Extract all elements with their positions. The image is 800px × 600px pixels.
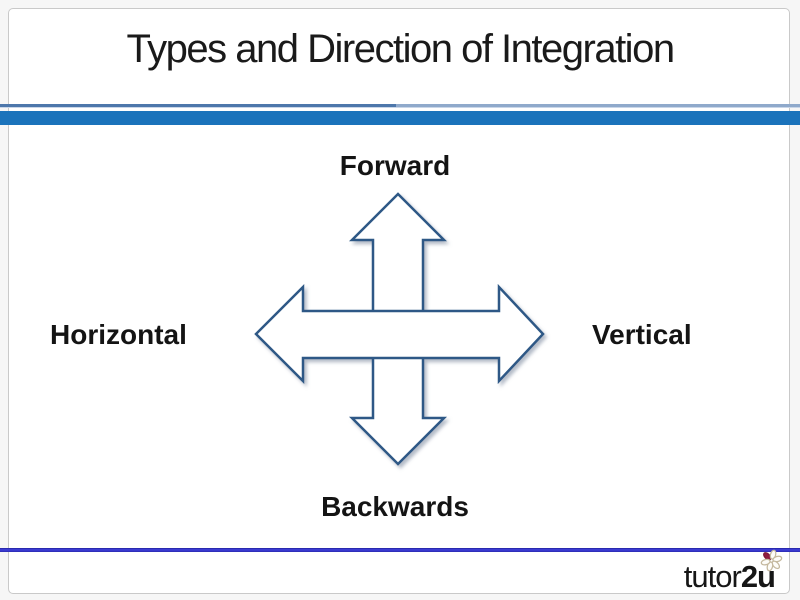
logo-text-regular: tutor (683, 559, 742, 594)
label-backwards: Backwards (321, 491, 469, 522)
tutor2u-logo: tutor2u (683, 549, 783, 594)
label-horizontal: Horizontal (50, 319, 187, 350)
slide-title: Types and Direction of Integration (126, 27, 675, 71)
horizontal-double-arrow (254, 283, 545, 385)
header-accent-line (0, 104, 800, 108)
header-accent-bar (0, 111, 800, 125)
footer-accent-line (0, 548, 800, 552)
flower-icon (760, 549, 783, 572)
four-way-arrow-icon (254, 192, 545, 466)
label-forward: Forward (339, 150, 451, 181)
label-vertical: Vertical (592, 319, 692, 350)
